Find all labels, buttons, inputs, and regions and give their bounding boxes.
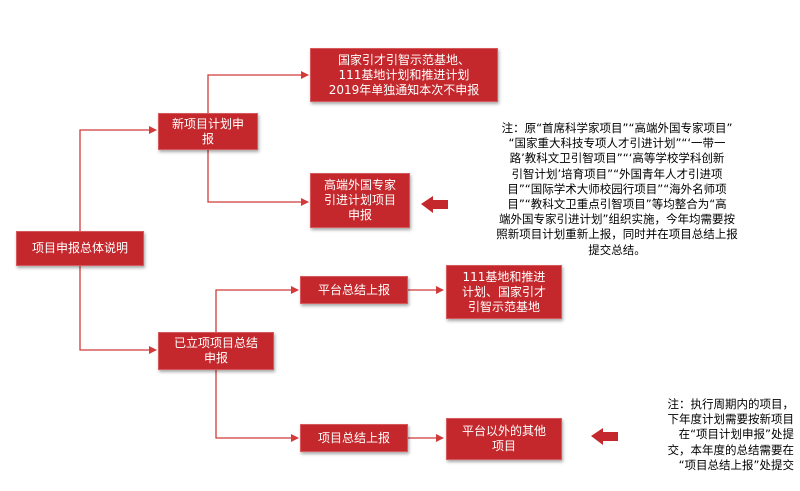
node-other-projects: 平台以外的其他 项目 [446,418,562,460]
connector-root-to-completed [79,266,157,354]
note-execution-cycle: 注：执行周期内的项目， 下年度计划需要按新项目 在“项目计划申报”处提 交，本年… [667,397,795,472]
connector-new-plan-to-high-end [207,147,309,206]
note-integration: 注：原“首席科学家项目”“高端外国专家项目” “国家重大科技专项人才引进计划”“… [496,121,738,257]
node-platform-summary: 平台总结上报 [300,276,408,304]
block-arrow-left-icon [591,428,618,445]
connector-new-plan-to-base-notice [207,71,309,117]
block-arrow-left-icon [421,196,448,213]
node-project-summary: 项目总结上报 [300,424,408,452]
node-high-end: 高端外国专家 引进计划项目 申报 [310,173,410,228]
connector-completed-to-platform [215,286,299,332]
node-base-notice: 国家引才引智示范基地、 111基地计划和推进计划 2019年单独通知本次不申报 [310,48,498,102]
connector-completed-to-project-summary [215,368,299,442]
node-base-111: 111基地和推进 计划、国家引才 引智示范基地 [446,265,562,319]
connector-root-to-new-plan [79,126,157,231]
node-new-plan: 新项目计划申 报 [158,113,258,150]
node-completed: 已立项项目总结 申报 [158,332,274,370]
node-root: 项目申报总体说明 [16,231,144,266]
